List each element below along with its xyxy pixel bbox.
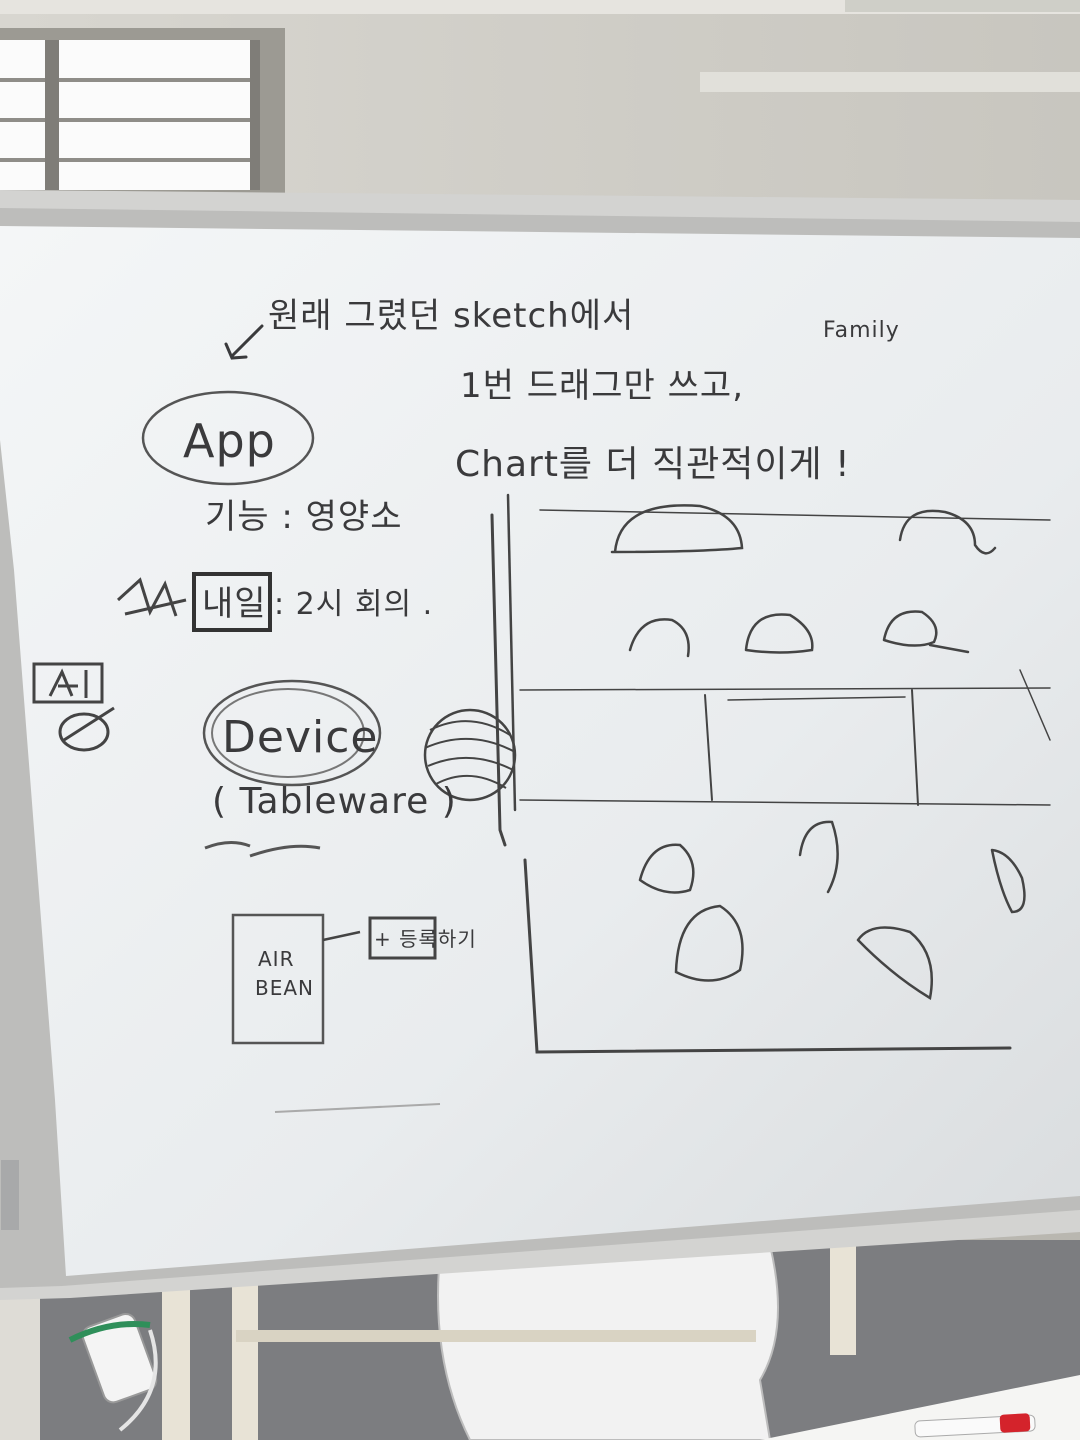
whiteboard-surface	[0, 226, 1080, 1276]
note-air-line1: AIR	[258, 947, 294, 971]
note-tableware: ( Tableware )	[212, 781, 457, 822]
chair	[437, 1243, 779, 1440]
note-app: App	[183, 414, 276, 468]
tomorrow-box	[192, 572, 272, 632]
device-circle	[202, 679, 382, 787]
note-line2: 1번 드래그만 쓰고,	[460, 366, 744, 406]
marker-pen	[914, 1413, 1036, 1438]
note-line3: Chart를 더 직관적이게 !	[455, 444, 851, 485]
note-air-line2: BEAN	[255, 976, 314, 1000]
window-blinds	[0, 28, 285, 200]
partition-top	[700, 72, 1080, 92]
device-circle-inner	[211, 688, 365, 778]
ceiling-strip	[0, 0, 1080, 14]
ceiling-light	[845, 0, 1080, 12]
connector-line	[322, 930, 361, 942]
bottom-line	[274, 1103, 441, 1113]
power-strip	[68, 1312, 158, 1432]
scribble-mark	[116, 577, 187, 617]
note-feature: 기능 : 영양소	[205, 497, 402, 537]
chart-sketch	[490, 493, 1051, 1054]
small-box-mark	[48, 668, 88, 698]
arrow-mark	[224, 324, 264, 360]
left-frame-hinge	[1, 1160, 19, 1230]
add-box	[368, 916, 437, 960]
note-add-button: + 등록하기	[374, 927, 477, 951]
note-time: : 2시 회의 .	[274, 587, 433, 622]
air-device-box	[231, 913, 325, 1045]
app-circle	[141, 390, 315, 486]
small-scribble	[58, 712, 110, 752]
small-scribble-line	[63, 706, 115, 742]
underline-wave	[204, 841, 321, 858]
small-box	[32, 662, 104, 704]
note-family: Family	[823, 318, 900, 343]
note-tomorrow: 내일	[202, 584, 267, 624]
board-stand	[0, 1235, 856, 1440]
note-top-line: 원래 그렸던 sketch에서	[268, 296, 634, 336]
note-device: Device	[222, 712, 378, 763]
